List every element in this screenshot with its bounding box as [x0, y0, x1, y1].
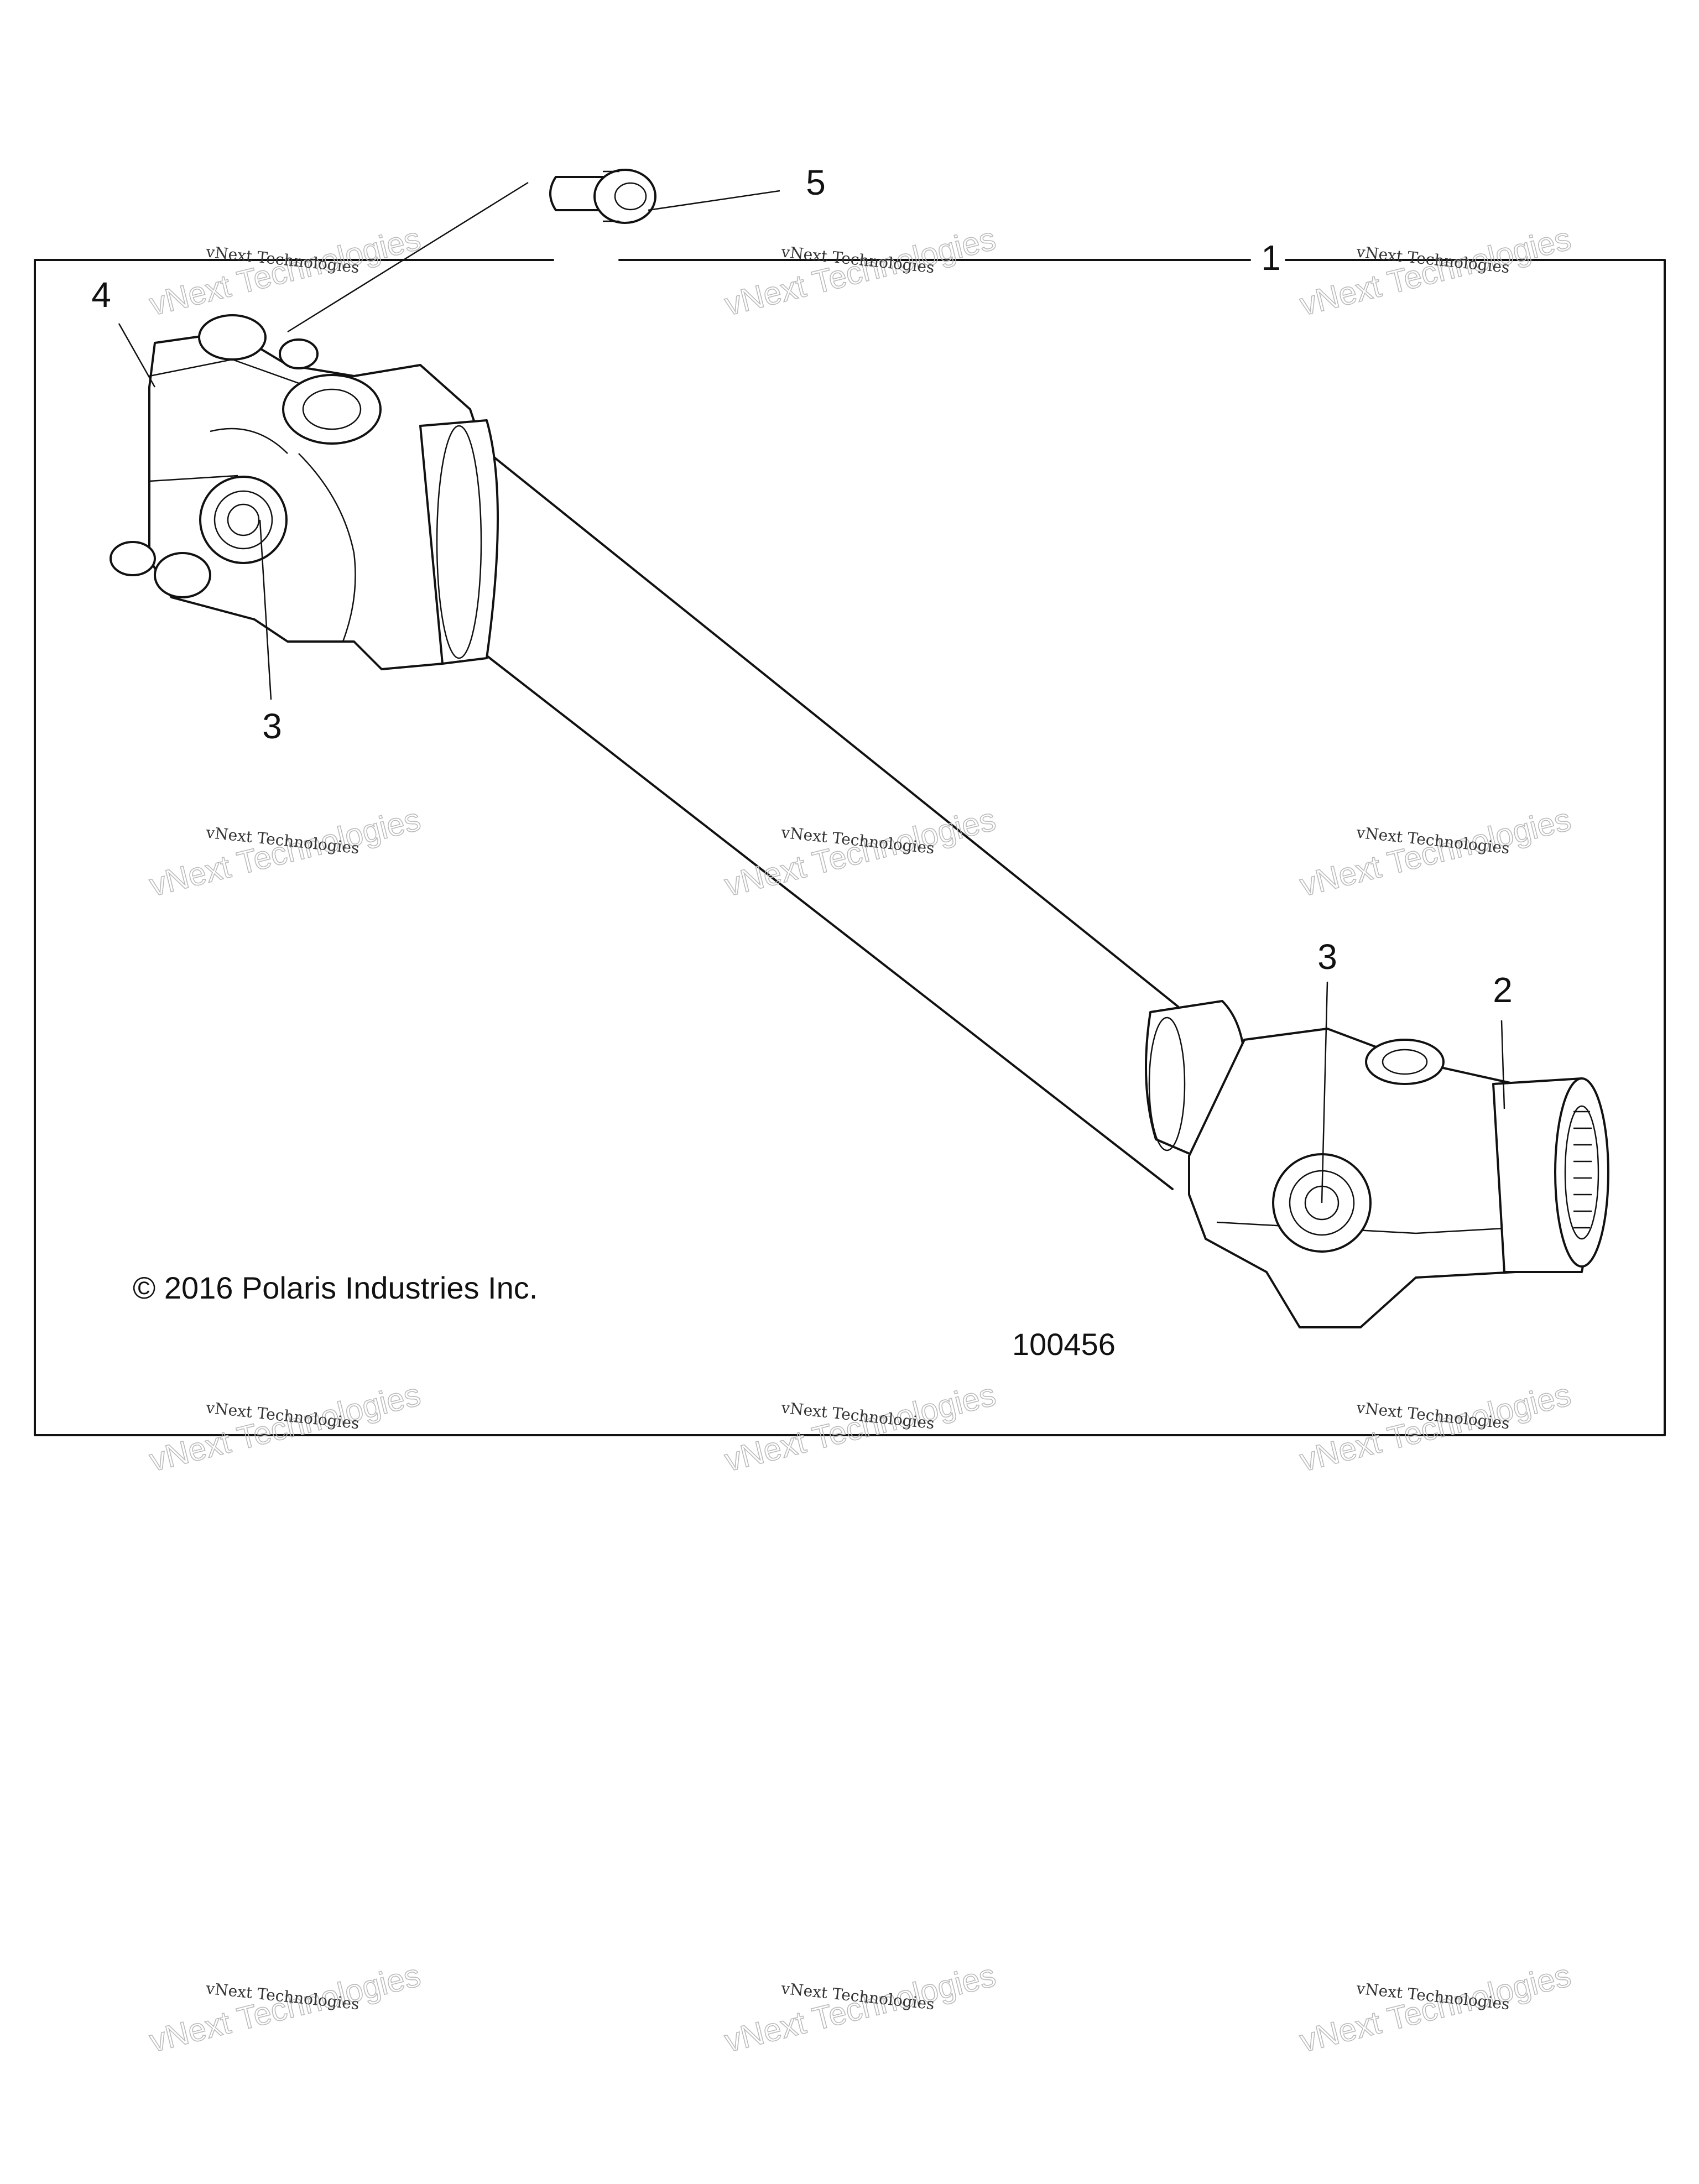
watermark-large-text: vNext Technologies: [146, 221, 424, 322]
prop-shaft-tube: [475, 441, 1179, 1190]
watermark-large-text: vNext Technologies: [721, 1957, 999, 2059]
copyright-notice: © 2016 Polaris Industries Inc.: [133, 1270, 538, 1305]
watermark-large-text: vNext Technologies: [721, 801, 999, 903]
leader-lines: [118, 181, 1505, 1203]
callout-4: 4: [91, 275, 111, 315]
watermark-large-text: vNext Technologies: [1296, 801, 1575, 903]
watermark-large-text: vNext Technologies: [146, 801, 424, 903]
bolt-part: [549, 169, 656, 224]
front-yoke-assembly: [110, 314, 499, 670]
watermark-large-text: vNext Technologies: [146, 1377, 424, 1478]
callout-1: 1: [1261, 238, 1281, 278]
watermark-large-text: vNext Technologies: [721, 221, 999, 322]
watermark-large-text: vNext Technologies: [721, 1377, 999, 1478]
watermark-large-text: vNext Technologies: [146, 1957, 424, 2059]
watermark-large-text: vNext Technologies: [1296, 221, 1575, 322]
watermark-large-text: vNext Technologies: [1296, 1377, 1575, 1478]
callout-3-front: 3: [262, 706, 282, 746]
assembly-frame: [34, 259, 1666, 1436]
rear-yoke-assembly: [1145, 1000, 1609, 1328]
callout-3-rear: 3: [1317, 937, 1337, 977]
figure-number: 100456: [1012, 1327, 1116, 1362]
callout-2: 2: [1493, 970, 1513, 1010]
watermark-large-text: vNext Technologies: [1296, 1957, 1575, 2059]
callout-5: 5: [806, 163, 826, 202]
